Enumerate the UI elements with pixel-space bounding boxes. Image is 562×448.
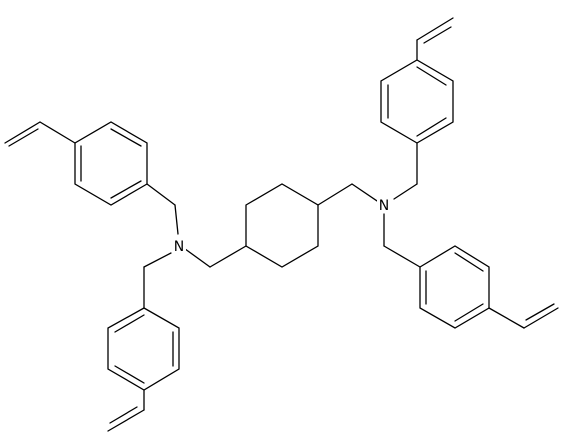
methylene-linker-left xyxy=(180,245,247,268)
benzyl-arm-upper-left xyxy=(4,121,179,235)
benzyl-arm-lower-right xyxy=(383,213,559,329)
cyclohexane-core-ring xyxy=(245,183,319,268)
benzyl-arm-upper-right xyxy=(380,17,454,200)
nitrogen-atom-left: N xyxy=(172,236,186,255)
nitrogen-atom-right: N xyxy=(377,195,391,214)
methylene-linker-right xyxy=(317,183,384,206)
benzyl-arm-lower-left xyxy=(107,252,180,432)
nitrogen-label-left: N xyxy=(174,239,184,255)
nitrogen-label-right: N xyxy=(379,198,389,214)
